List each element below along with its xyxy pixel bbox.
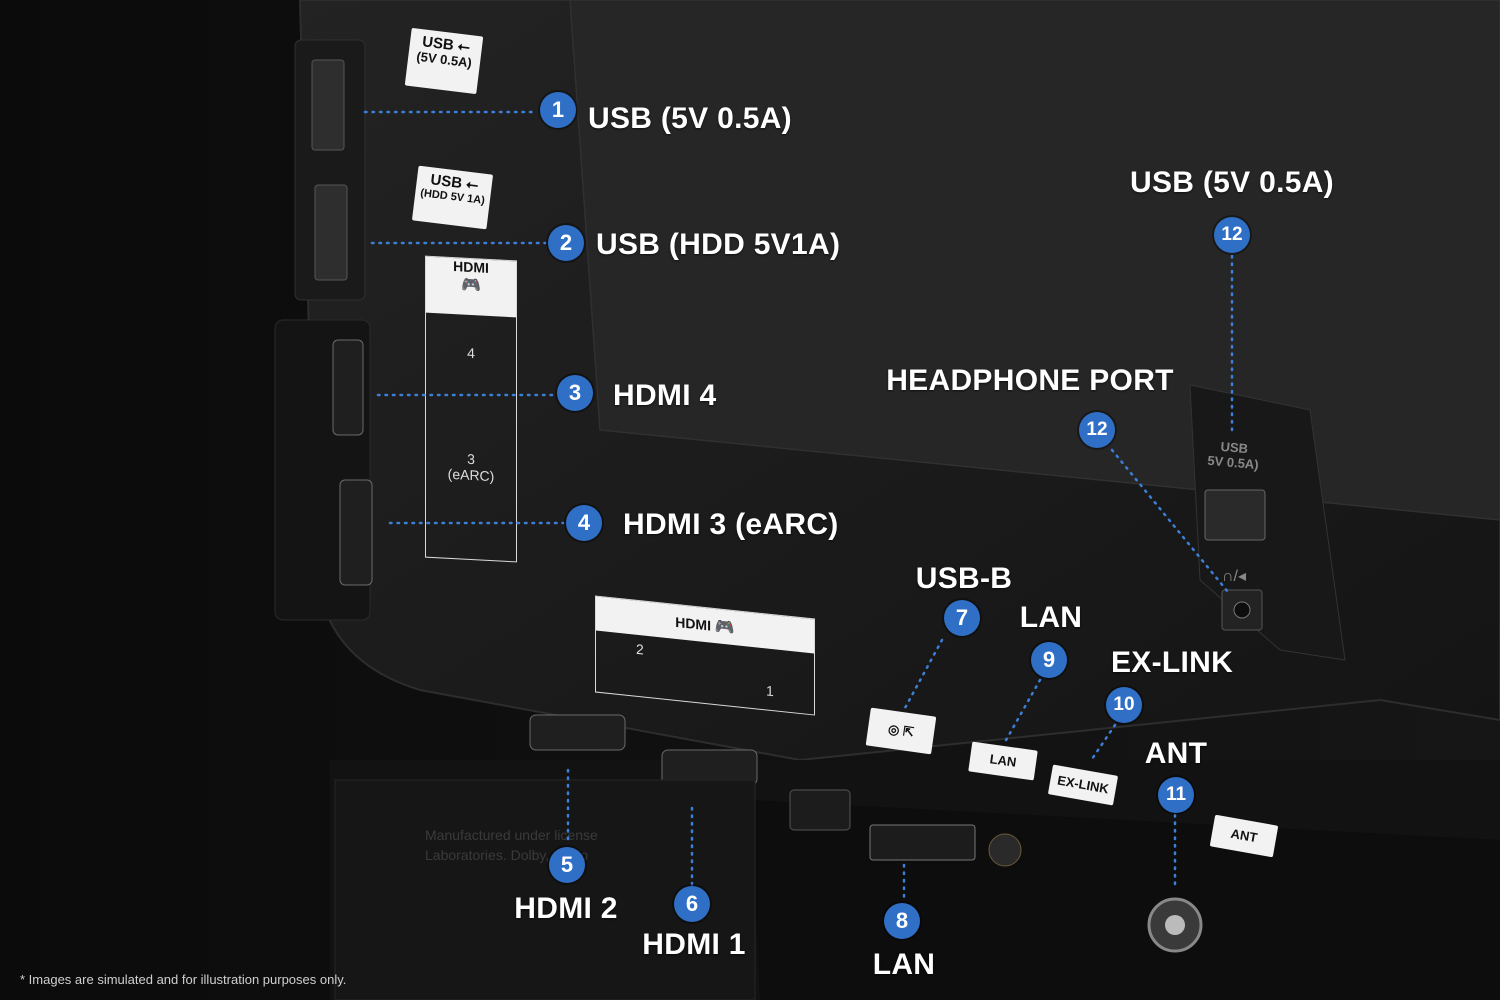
callout-label-8: LAN bbox=[872, 948, 936, 981]
svg-text:Laboratories. Dolby, Audio: Laboratories. Dolby, Audio bbox=[425, 847, 588, 863]
callout-badge-10: 10 bbox=[1106, 687, 1142, 723]
callout-label-6: HDMI 1 bbox=[642, 928, 746, 961]
gamepad-icon: 🎮 bbox=[461, 276, 481, 295]
callout-label-9: LAN bbox=[1019, 601, 1083, 634]
callout-label-10: EX-LINK bbox=[1110, 646, 1234, 679]
callout-badge-12-headphone: 12 bbox=[1079, 412, 1115, 448]
callout-badge-6: 6 bbox=[674, 886, 710, 922]
hdmi-side-3b: (eARC) bbox=[447, 465, 495, 485]
usb-icon: ◎ bbox=[887, 721, 901, 738]
headphone-icon: ∩/◂ bbox=[1222, 568, 1246, 585]
side-usb-port-tag: USB 5V 0.5A) bbox=[1200, 437, 1266, 488]
usb1-port-tag: USB ⭠ (5V 0.5A) bbox=[404, 27, 484, 95]
callout-badge-2: 2 bbox=[548, 225, 584, 261]
callout-label-7: USB-B bbox=[915, 562, 1013, 595]
gamepad-icon: 🎮 bbox=[714, 618, 735, 638]
callout-label-2: USB (HDD 5V1A) bbox=[596, 228, 841, 261]
callout-badge-8: 8 bbox=[884, 903, 920, 939]
callout-label-11: ANT bbox=[1144, 737, 1208, 770]
disclaimer-footnote: * Images are simulated and for illustrat… bbox=[20, 972, 347, 987]
hdmi-side-strip: HDMI 🎮 4 3 (eARC) bbox=[425, 255, 517, 563]
usb2-port-tag: USB ⭠ (HDD 5V 1A) bbox=[411, 165, 494, 230]
callout-label-1: USB (5V 0.5A) bbox=[588, 102, 792, 135]
callout-badge-12-usb: 12 bbox=[1214, 217, 1250, 253]
callout-label-4: HDMI 3 (eARC) bbox=[623, 508, 839, 541]
callout-label-5: HDMI 2 bbox=[514, 892, 618, 925]
hdmi-bottom-2: 2 bbox=[636, 640, 644, 658]
hdmi-bottom-title: HDMI bbox=[675, 613, 711, 634]
callout-badge-4: 4 bbox=[566, 505, 602, 541]
svg-text:Manufactured under license: Manufactured under license bbox=[425, 827, 598, 843]
callout-label-12-usb: USB (5V 0.5A) bbox=[1130, 166, 1334, 199]
callout-badge-1: 1 bbox=[540, 92, 576, 128]
hdmi-bottom-1: 1 bbox=[766, 682, 774, 700]
callout-badge-9: 9 bbox=[1031, 642, 1067, 678]
callout-badge-7: 7 bbox=[944, 600, 980, 636]
callout-label-3: HDMI 4 bbox=[613, 379, 717, 412]
callout-badge-11: 11 bbox=[1158, 777, 1194, 813]
hdmi-side-title-tag: HDMI 🎮 bbox=[426, 256, 516, 318]
callout-badge-5: 5 bbox=[549, 847, 585, 883]
callout-badge-3: 3 bbox=[557, 375, 593, 411]
input-arrow-icon: ⇱ bbox=[902, 723, 915, 740]
callout-label-12-headphone: HEADPHONE PORT bbox=[886, 364, 1174, 397]
hdmi-side-4: 4 bbox=[467, 344, 475, 362]
